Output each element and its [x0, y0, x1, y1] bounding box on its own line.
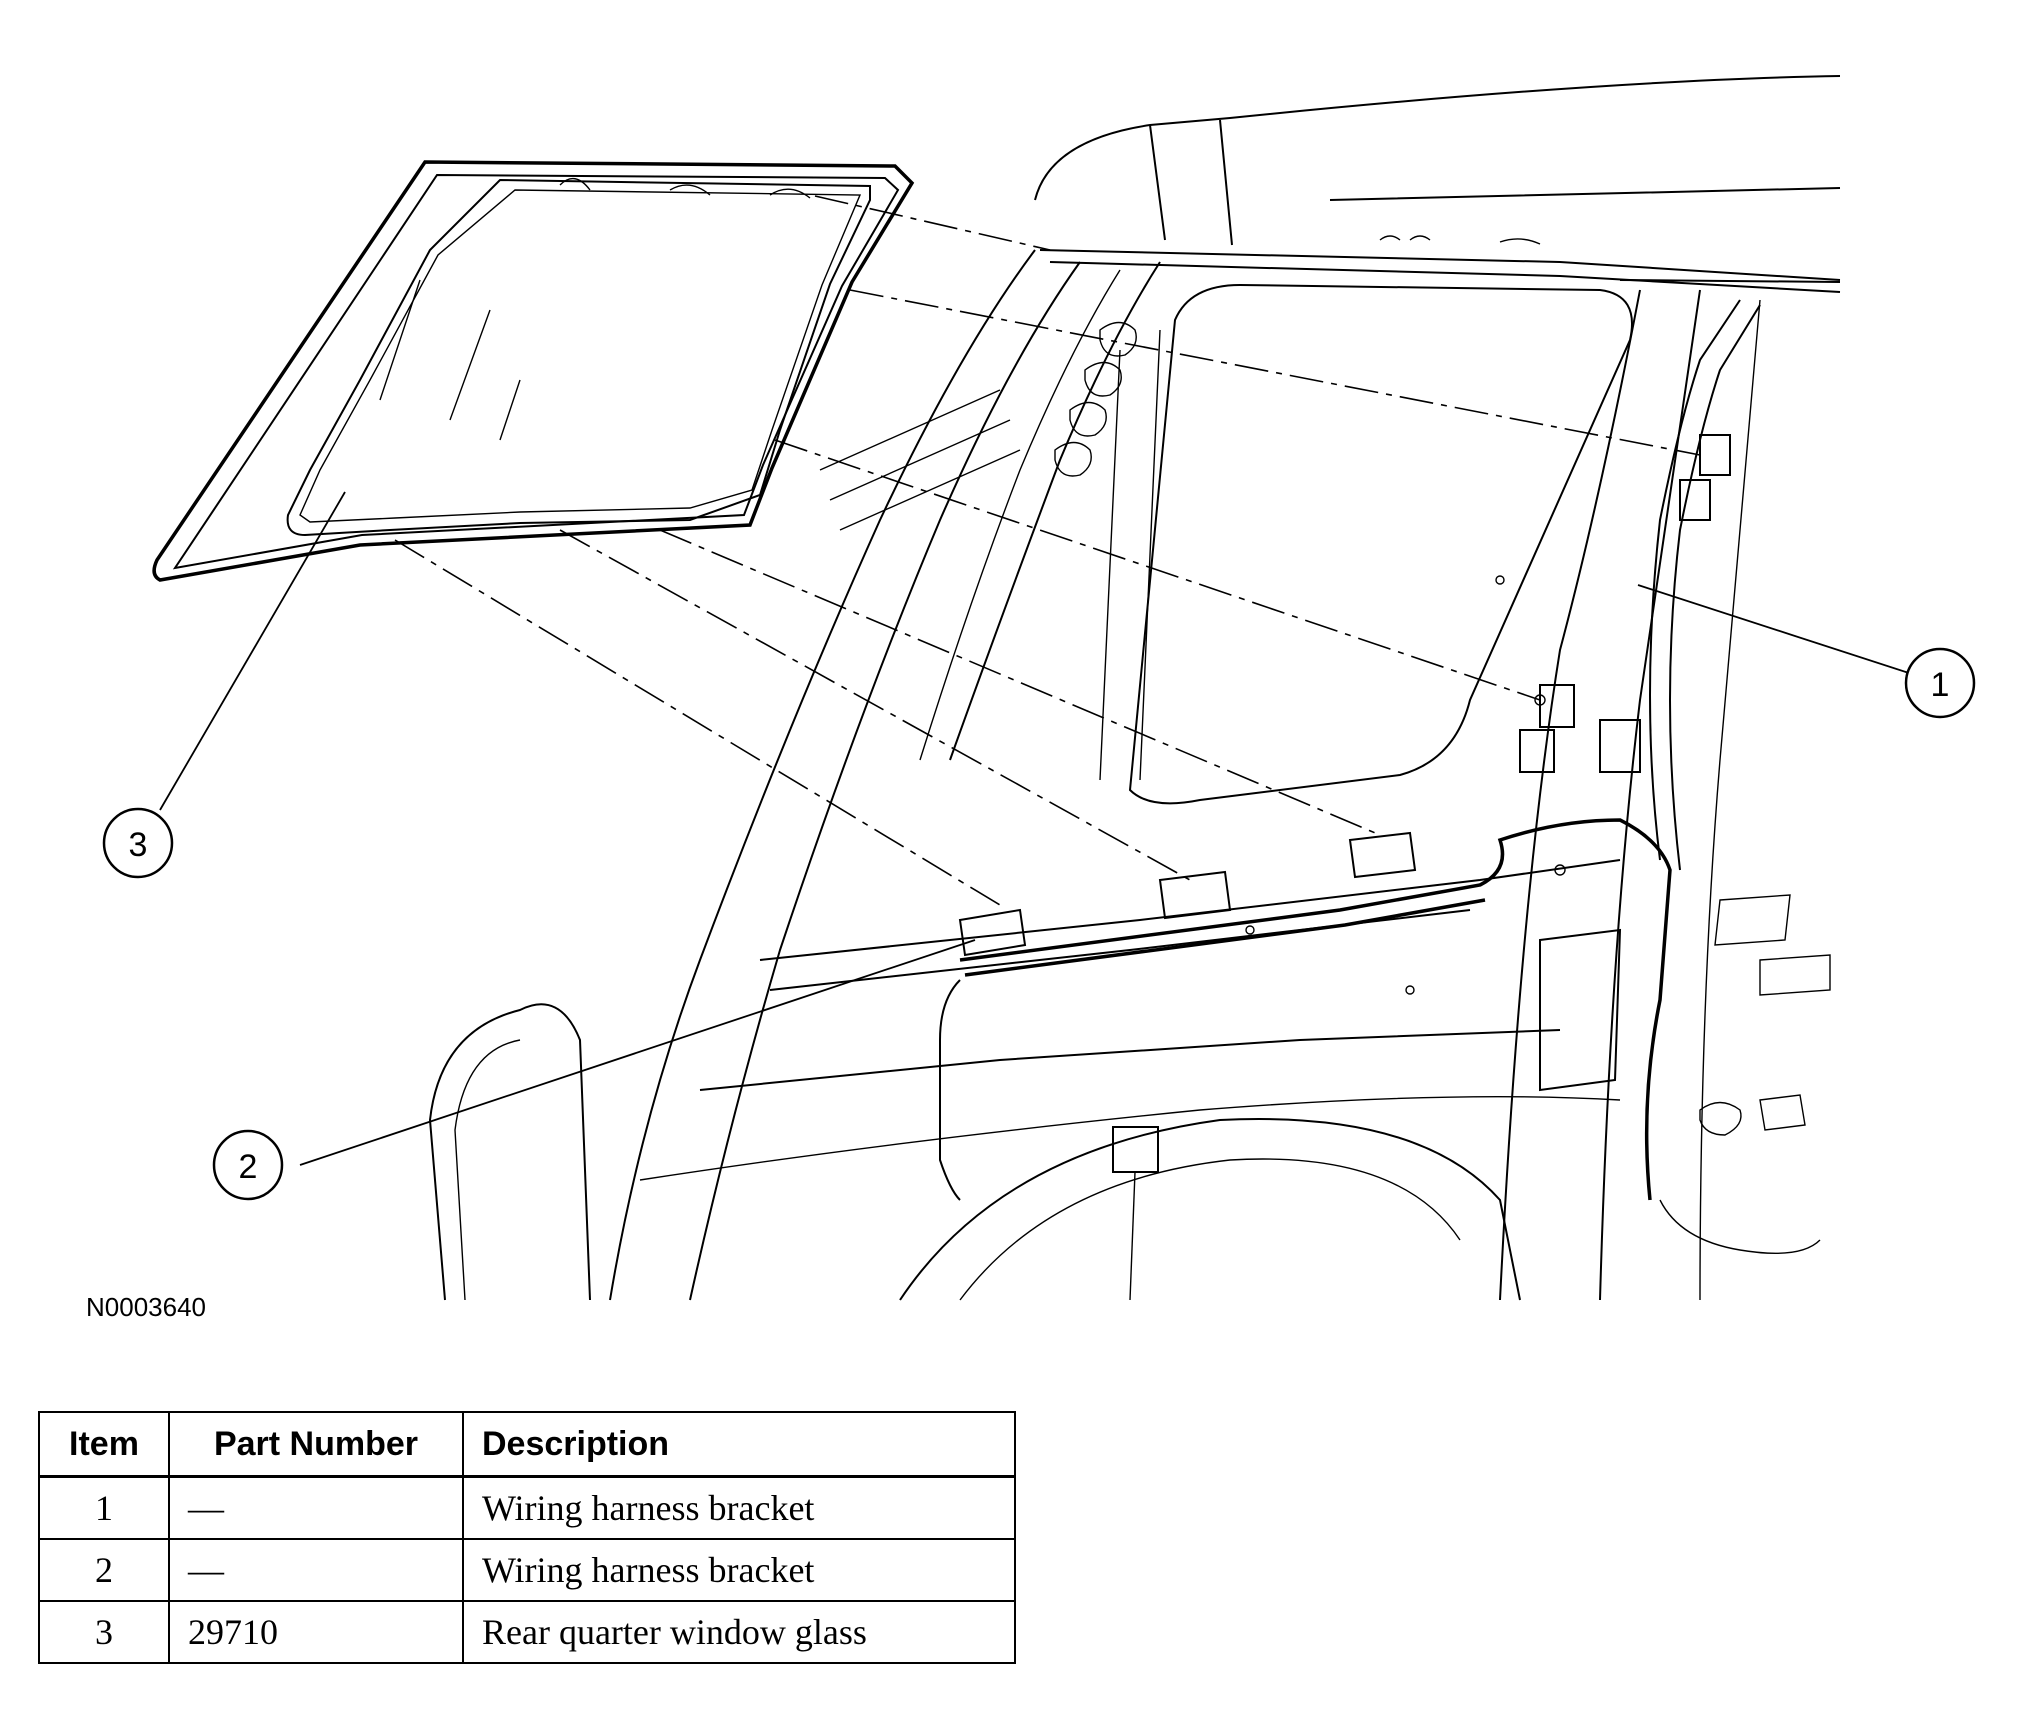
callout-2: 2: [212, 1129, 284, 1201]
svg-text:2: 2: [239, 1148, 258, 1186]
parts-table: Item Part Number Description 1 — Wiring …: [38, 1411, 1016, 1664]
cell-description: Wiring harness bracket: [462, 1475, 1016, 1540]
cell-part-number: —: [168, 1538, 464, 1602]
vehicle-body-structure: [428, 75, 1841, 1301]
table-row: 1 — Wiring harness bracket: [38, 1475, 1016, 1540]
callout-1: 1: [1904, 647, 1976, 719]
cell-description: Rear quarter window glass: [462, 1600, 1016, 1664]
header-item: Item: [38, 1411, 170, 1478]
cell-item: 3: [38, 1600, 170, 1664]
table-row: 3 29710 Rear quarter window glass: [38, 1600, 1016, 1664]
leader-lines: [159, 491, 1916, 1166]
svg-text:1: 1: [1931, 666, 1950, 704]
figure-id: N0003640: [86, 1292, 206, 1322]
exploded-view-diagram: 1 2 3 N0003640: [86, 75, 1976, 1322]
header-part-number: Part Number: [168, 1411, 464, 1478]
cell-part-number: 29710: [168, 1600, 464, 1664]
table-header-row: Item Part Number Description: [38, 1411, 1016, 1478]
cell-description: Wiring harness bracket: [462, 1538, 1016, 1602]
header-description: Description: [462, 1411, 1016, 1478]
svg-text:3: 3: [129, 826, 148, 864]
callout-3: 3: [102, 807, 174, 879]
rear-quarter-window-glass: [152, 160, 915, 582]
cell-part-number: —: [168, 1475, 464, 1540]
table-row: 2 — Wiring harness bracket: [38, 1538, 1016, 1602]
alignment-lines: [394, 195, 1701, 906]
cell-item: 1: [38, 1475, 170, 1540]
cell-item: 2: [38, 1538, 170, 1602]
